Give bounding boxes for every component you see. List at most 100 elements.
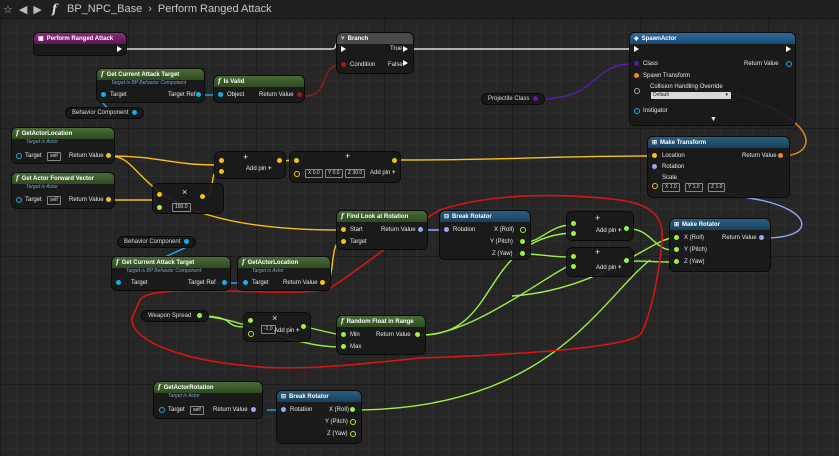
pitch-pin[interactable] (674, 247, 679, 252)
break-rotator-node[interactable]: ⊟Break Rotator (440, 211, 530, 259)
pitch-pin[interactable] (350, 419, 356, 425)
favorite-star-icon[interactable]: ☆ (3, 3, 13, 16)
return-pin[interactable] (320, 280, 325, 285)
output-pin[interactable] (197, 312, 203, 318)
scale-x-field[interactable]: X 1.0 (662, 183, 680, 192)
branch-node[interactable]: ⑂Branch (337, 33, 413, 73)
b-pin[interactable] (571, 264, 576, 269)
roll-pin[interactable] (350, 407, 355, 412)
target-pin[interactable] (243, 280, 248, 285)
behavior-component-getter[interactable]: Behavior Component (118, 237, 196, 247)
scale-z-field[interactable]: Z 1.0 (708, 183, 726, 192)
output-pin[interactable] (132, 109, 138, 115)
back-arrow-icon[interactable]: ◀ (18, 3, 28, 16)
target-ref-pin[interactable] (196, 92, 201, 97)
yaw-pin[interactable] (520, 251, 525, 256)
object-pin[interactable] (218, 92, 223, 97)
yaw-pin[interactable] (350, 431, 356, 437)
add-float-node[interactable] (567, 212, 633, 240)
b-pin[interactable] (248, 331, 254, 337)
self-field[interactable]: self (47, 196, 61, 205)
out-pin[interactable] (301, 324, 306, 329)
x-field[interactable]: X 0.0 (305, 169, 323, 178)
return-pin[interactable] (106, 153, 111, 158)
yaw-pin[interactable] (674, 259, 679, 264)
b-pin[interactable] (294, 171, 300, 177)
target-pin[interactable] (159, 407, 165, 413)
out-pin[interactable] (624, 226, 629, 231)
roll-pin[interactable] (520, 227, 526, 233)
output-pin[interactable] (533, 95, 539, 101)
add-pin-button[interactable]: Add pin + (246, 166, 272, 172)
scale-y-field[interactable]: Y 1.0 (685, 183, 703, 192)
target-pin[interactable] (16, 197, 22, 203)
collision-dropdown[interactable]: Default▾ (651, 92, 731, 99)
out-pin[interactable] (624, 258, 629, 263)
a-pin[interactable] (294, 158, 299, 163)
self-field[interactable]: self (47, 152, 61, 161)
return-pin[interactable] (415, 332, 420, 337)
return-pin[interactable] (778, 153, 783, 158)
target-pin[interactable] (101, 92, 106, 97)
multiply-value-field[interactable]: -1.0 (261, 325, 276, 334)
start-pin[interactable] (341, 227, 346, 232)
return-pin[interactable] (418, 227, 423, 232)
behavior-component-getter[interactable]: Behavior Component (66, 108, 144, 118)
event-node[interactable]: ▣Perform Ranged Attack (34, 33, 126, 55)
instigator-pin[interactable] (634, 108, 640, 114)
a-pin[interactable] (571, 221, 576, 226)
a-pin[interactable] (248, 318, 253, 323)
self-field[interactable]: self (190, 406, 204, 415)
target-pin[interactable] (116, 280, 121, 285)
add-pin-button[interactable]: Add pin + (274, 328, 300, 334)
add-pin-button[interactable]: Add pin + (596, 265, 622, 271)
exec-true-pin[interactable] (403, 46, 408, 52)
z-field[interactable]: Z 30.0 (345, 169, 366, 178)
projectile-class-getter[interactable]: Projectile Class (482, 94, 545, 104)
target-ref-pin[interactable] (222, 280, 227, 285)
add-float-node[interactable] (567, 248, 633, 276)
spawn-transform-pin[interactable] (634, 73, 639, 78)
class-pin[interactable] (634, 61, 639, 66)
add-node[interactable] (215, 152, 285, 178)
make-rotator-node[interactable]: ⊞Make Rotator (670, 219, 770, 271)
spawn-actor-node[interactable]: ◈SpawnActor (630, 33, 795, 125)
b-pin[interactable] (157, 205, 162, 210)
roll-pin[interactable] (674, 235, 679, 240)
b-pin[interactable] (571, 231, 576, 236)
weapon-spread-getter[interactable]: Weapon Spread (142, 311, 209, 321)
out-pin[interactable] (392, 158, 397, 163)
add-pin-button[interactable]: Add pin + (370, 170, 396, 176)
target-pin[interactable] (341, 239, 346, 244)
forward-arrow-icon[interactable]: ▶ (33, 3, 42, 16)
multiply-node[interactable] (244, 313, 310, 341)
b-pin[interactable] (219, 169, 224, 174)
target-pin[interactable] (16, 153, 22, 159)
collision-pin[interactable] (634, 88, 640, 94)
scale-pin[interactable] (652, 183, 658, 189)
exec-in-pin[interactable] (341, 46, 346, 52)
output-pin[interactable] (184, 238, 190, 244)
return-pin[interactable] (251, 407, 256, 412)
rotation-pin[interactable] (444, 227, 449, 232)
breadcrumb-graph[interactable]: Perform Ranged Attack (157, 3, 272, 15)
exec-out-pin[interactable] (786, 46, 791, 52)
return-pin[interactable] (106, 197, 111, 202)
exec-false-pin[interactable] (403, 60, 408, 66)
min-pin[interactable] (341, 332, 346, 337)
max-pin[interactable] (341, 344, 346, 349)
condition-pin[interactable] (341, 62, 346, 67)
return-pin[interactable] (786, 61, 792, 67)
break-rotator-node[interactable]: ⊟Break Rotator (277, 391, 361, 443)
return-pin[interactable] (297, 92, 302, 97)
a-pin[interactable] (219, 158, 224, 163)
pitch-pin[interactable] (520, 239, 525, 244)
